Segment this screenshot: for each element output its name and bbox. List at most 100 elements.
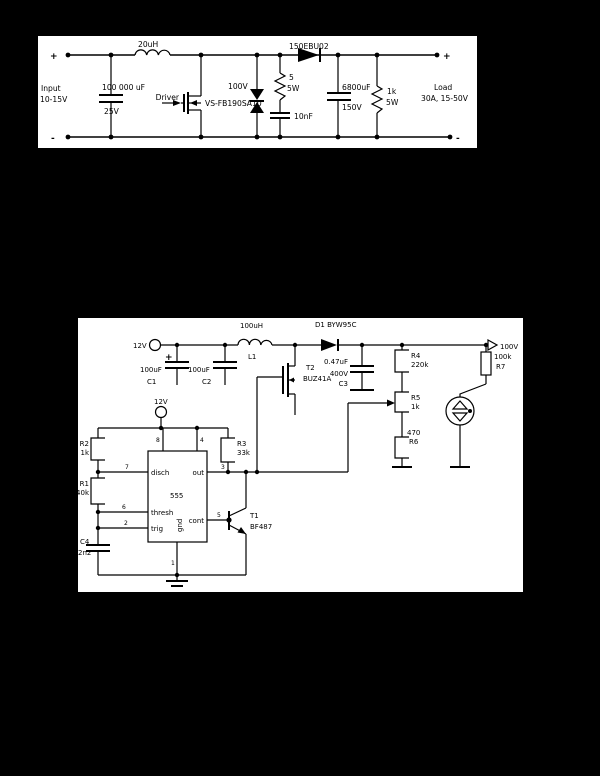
c3-value: 0.47uF [324,358,348,366]
pin4-label: 4 [200,437,204,444]
supply-source: 12V [133,338,488,352]
tvs-voltage-label: 100V [228,82,248,91]
resistor-r7: 100k R7 [459,342,512,397]
schematic-panel-boost-power-stage: + - Input 10-15V 100 000 uF 25V 20uH Dri… [38,36,477,148]
t2-part: BUZ41A [303,375,332,383]
output-capacitor-value: 6800uF [342,83,371,92]
r3-value: 33k [237,449,251,457]
output-terminal: + - Load 30A, 15-50V [421,52,469,144]
timer-ic-555: disch thresh trig out cont 555 gnd [147,450,208,543]
r2-value: 1k [80,449,89,457]
ic-supply-label: 12V [154,398,168,406]
c4-value: 2n2 [78,549,91,557]
inductor-l1: 100uH L1 [237,322,273,361]
pin7-label: 7 [125,464,129,471]
r2-name: R2 [80,440,89,448]
snubber-resistor-value: 5 [289,73,294,82]
transient-suppressor-diodes: 100V [228,52,264,140]
resistor-r4: R4 220k [394,342,429,392]
trimmer-r5: R5 1k [348,391,420,413]
resistor-r3: R3 33k [220,428,251,475]
ground-rail [98,572,246,587]
r6-name: R6 [409,438,419,446]
r4-value: 220k [411,361,429,369]
snubber-network: 5 5W 10nF [270,52,313,140]
schematic-panel-555-boost-converter: 12V + 100uF C1 100uF C2 100uH L1 [78,318,523,592]
ic-pin-out-label: out [193,469,205,477]
supply-label: 12V [133,342,147,350]
input-label-line2: 10-15V [40,95,68,104]
ic-pin-gnd-label: gnd [176,519,184,532]
output-capacitor-voltage: 150V [342,103,362,112]
l1-name: L1 [248,353,256,361]
capacitor-c4: C4 2n2 [78,509,110,575]
snubber-resistor-power: 5W [287,84,300,93]
output-terminal: 100V [487,338,518,352]
c4-name: C4 [80,538,90,546]
load-label-line2: 30A, 15-50V [421,94,469,103]
output-capacitor: 6800uF 150V [327,52,371,140]
resistor-r2: R2 1k [80,428,105,472]
c1-name: C1 [147,378,156,386]
ic-pin-wires: 7 6 2 3 5 1 [98,464,348,575]
input-label-line1: Input [41,84,61,93]
bleeder-resistor-power: 5W [386,98,399,107]
mosfet-label: VS-FB190SA10 [205,99,262,108]
ic-pin-disch-label: disch [151,469,169,477]
schematic-drawing-2: 12V + 100uF C1 100uF C2 100uH L1 [78,321,518,587]
t1-part: BF487 [250,523,272,531]
r4-name: R4 [411,352,421,360]
r7-value: 100k [494,353,512,361]
r1-value: 40k [78,489,90,497]
capacitor-c3: 0.47uF 400V C3 [324,342,374,391]
input-capacitor: 100 000 uF 25V [99,52,145,140]
ic-name: 555 [170,492,183,500]
rectifier-diode-label: 150EBU02 [289,42,329,51]
input-plus-sign: + [50,52,58,62]
c3-voltage: 400V [330,370,348,378]
pin1-label: 1 [171,560,175,567]
bleeder-resistor: 1k 5W [370,52,399,140]
resistor-r6: 470 R6 [392,412,420,468]
c1-plus-sign: + [165,353,173,363]
r3-name: R3 [237,440,246,448]
ic-pin-cont-label: cont [189,517,205,525]
inductor-value: 20uH [138,40,158,49]
input-capacitor-voltage: 25V [104,107,120,116]
l1-value: 100uH [240,322,263,330]
gate-drive-wire [254,377,349,475]
ic-supply: 12V 8 4 [98,398,228,451]
pin8-label: 8 [156,437,160,444]
r5-value: 1k [411,403,420,411]
pin5-label: 5 [217,512,221,519]
c2-value: 100uF [188,366,210,374]
input-minus-sign: - [51,134,55,144]
input-capacitor-value: 100 000 uF [102,83,145,92]
mosfet: Driver VS-FB190SA10 [156,52,262,140]
output-minus-sign: - [456,134,460,144]
output-voltage-label: 100V [500,343,518,351]
snubber-capacitor-value: 10nF [294,112,313,121]
diode-d1: D1 BYW95C [315,321,357,351]
bleeder-resistor-value: 1k [387,87,397,96]
transistor-t1: T1 BF487 [226,469,272,575]
t2-name: T2 [305,364,315,372]
trimmer-wiper-arrow [387,399,395,407]
inductor: 20uH [134,40,171,56]
c3-name: C3 [339,380,348,388]
load-label-line1: Load [434,83,452,92]
c2-name: C2 [202,378,211,386]
ic-pin-thresh-label: thresh [151,509,173,517]
pin3-label: 3 [221,464,225,471]
c1-value: 100uF [140,366,162,374]
t1-name: T1 [249,512,259,520]
r1-name: R1 [80,480,89,488]
d1-label: D1 BYW95C [315,321,357,329]
capacitor-c1: + 100uF C1 [140,342,189,386]
r7-name: R7 [496,363,505,371]
mosfet-t2: T2 BUZ41A [257,342,332,415]
schematic-drawing-1: + - Input 10-15V 100 000 uF 25V 20uH Dri… [40,40,469,144]
driver-label: Driver [156,93,180,102]
rectifier-diode: 150EBU02 [289,42,329,62]
